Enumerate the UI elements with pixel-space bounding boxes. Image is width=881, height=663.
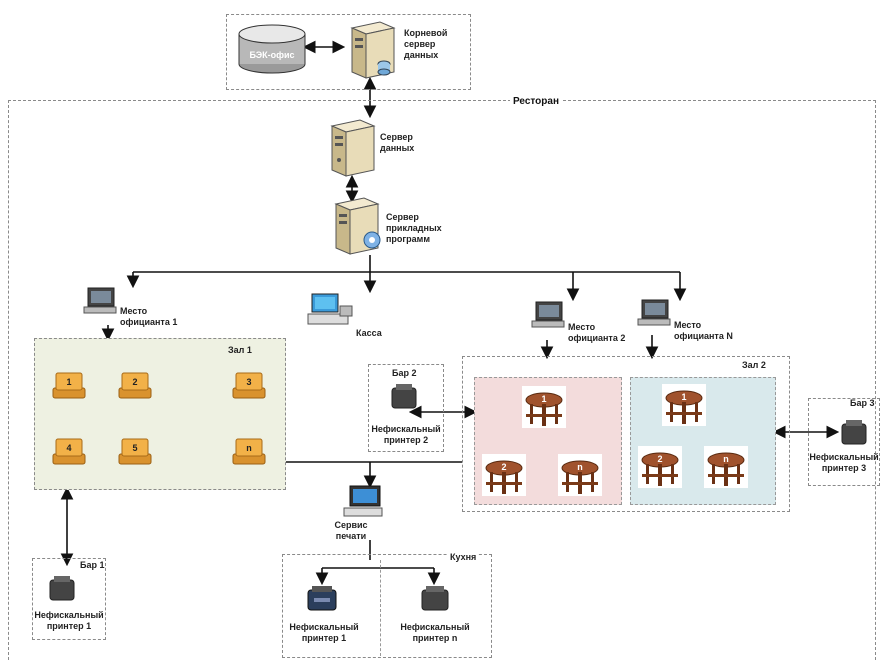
hall-1-table: 1 bbox=[52, 370, 86, 405]
restaurant-box bbox=[8, 100, 876, 660]
hall-1-title: Зал 1 bbox=[228, 345, 252, 355]
waiter-1-label: Место официанта 1 bbox=[120, 306, 178, 327]
root-server-label: Корневой сервер данных bbox=[404, 28, 448, 60]
hall-2-left-table: 1 bbox=[522, 386, 566, 433]
hall-2-title: Зал 2 bbox=[742, 360, 766, 370]
hall-2-table-number: 2 bbox=[501, 462, 507, 472]
hall-2-table-number: n bbox=[723, 454, 729, 464]
print-service-label: Сервис печати bbox=[334, 520, 368, 541]
waiter-1-computer-icon bbox=[82, 286, 118, 321]
hall-1-table-number: 4 bbox=[66, 443, 72, 453]
kitchen-printer-n-icon bbox=[420, 584, 450, 619]
bar-3-box bbox=[808, 398, 880, 486]
bar-3-title: Бар 3 bbox=[850, 398, 875, 408]
bar-2-box bbox=[368, 364, 444, 452]
bar-1-printer-icon bbox=[48, 574, 76, 607]
restaurant-title: Ресторан bbox=[510, 96, 562, 107]
data-server-label: Сервер данных bbox=[380, 132, 415, 153]
hall-1-table-number: n bbox=[246, 443, 252, 453]
bar-1-printer-label: Нефискальный принтер 1 bbox=[34, 610, 104, 631]
hall-2-box bbox=[462, 356, 790, 512]
bar-3-printer-icon bbox=[840, 418, 868, 451]
hall-1-table-number: 3 bbox=[246, 377, 252, 387]
hall-1-table: 4 bbox=[52, 436, 86, 471]
hall-2-left-table: 2 bbox=[482, 454, 526, 501]
hall-2-right-table: n bbox=[704, 446, 748, 493]
print-service-icon bbox=[340, 484, 386, 525]
waiter-2-computer-icon bbox=[530, 300, 566, 335]
root-server-icon bbox=[346, 20, 398, 85]
hall-2-table-number: 1 bbox=[681, 392, 687, 402]
bar-1-title: Бар 1 bbox=[80, 560, 105, 570]
hall-1-table: 5 bbox=[118, 436, 152, 471]
db-label: БЭК-офис bbox=[249, 50, 295, 60]
waiter-n-label: Место официанта N bbox=[674, 320, 733, 341]
bar-3-printer-label: Нефискальный принтер 3 bbox=[809, 452, 879, 473]
hall-1-box bbox=[34, 338, 286, 490]
app-server-icon bbox=[332, 196, 384, 261]
kitchen-printer-1-icon bbox=[306, 584, 338, 619]
hall-1-table-number: 1 bbox=[66, 377, 72, 387]
database-icon bbox=[237, 22, 307, 79]
hall-2-right-table: 2 bbox=[638, 446, 682, 493]
hall-2-right-table: 1 bbox=[662, 384, 706, 431]
hall-2-table-number: n bbox=[577, 462, 583, 472]
cashier-label: Касса bbox=[356, 328, 382, 338]
back-office-box bbox=[226, 14, 471, 90]
hall-1-table: n bbox=[232, 436, 266, 471]
kitchen-box bbox=[282, 554, 492, 658]
waiter-2-label: Место официанта 2 bbox=[568, 322, 626, 343]
bar-2-printer-icon bbox=[390, 382, 418, 415]
kitchen-divider bbox=[380, 560, 381, 656]
bar-2-printer-label: Нефискальный принтер 2 bbox=[371, 424, 441, 445]
hall-2-left-table: n bbox=[558, 454, 602, 501]
hall-1-table: 3 bbox=[232, 370, 266, 405]
kitchen-printer-1-label: Нефискальный принтер 1 bbox=[289, 622, 359, 643]
cashier-icon bbox=[306, 292, 356, 333]
app-server-label: Сервер прикладных программ bbox=[386, 212, 442, 244]
waiter-n-computer-icon bbox=[636, 298, 672, 333]
kitchen-title: Кухня bbox=[448, 552, 479, 563]
hall-2-table-number: 2 bbox=[657, 454, 663, 464]
hall-2-table-number: 1 bbox=[541, 394, 547, 404]
bar-1-box bbox=[32, 558, 106, 640]
hall-1-table-number: 5 bbox=[132, 443, 138, 453]
bar-2-title: Бар 2 bbox=[392, 368, 417, 378]
data-server-icon bbox=[328, 118, 376, 183]
hall-1-table-number: 2 bbox=[132, 377, 138, 387]
hall-1-table: 2 bbox=[118, 370, 152, 405]
kitchen-printer-n-label: Нефискальный принтер n bbox=[400, 622, 470, 643]
